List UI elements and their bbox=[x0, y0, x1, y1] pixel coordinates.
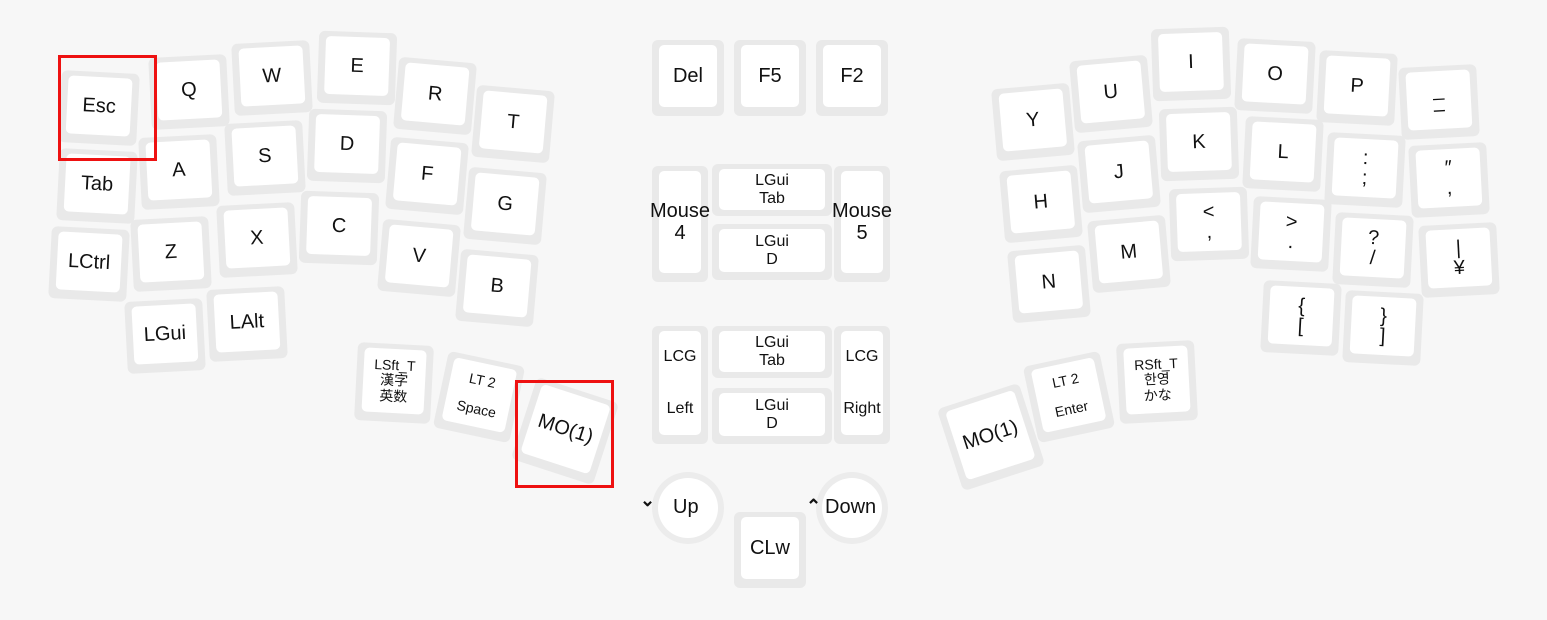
key-lgui[interactable]: LGui bbox=[124, 298, 206, 374]
key-v[interactable]: V bbox=[377, 218, 461, 298]
key-x[interactable]: X bbox=[216, 202, 298, 278]
key-question[interactable]: ? / bbox=[1332, 212, 1414, 288]
key-rbrace[interactable]: } ] bbox=[1342, 290, 1424, 366]
key-lsft-t[interactable]: LSft_T 漢字 英数 bbox=[354, 342, 434, 424]
key-quote[interactable]: ″ , bbox=[1408, 142, 1490, 218]
key-t[interactable]: T bbox=[471, 84, 555, 164]
key-r[interactable]: R bbox=[393, 56, 477, 136]
arrow-up-icon: ⌃ bbox=[806, 496, 822, 516]
highlight-mo1-box bbox=[515, 380, 614, 488]
key-f5[interactable]: F5 bbox=[734, 40, 806, 116]
key-lgui-d-2[interactable]: LGui D bbox=[712, 388, 832, 444]
key-e[interactable]: E bbox=[316, 30, 398, 106]
key-lcg-right[interactable]: LCG Right bbox=[834, 326, 890, 444]
key-lalt[interactable]: LAlt bbox=[206, 286, 288, 362]
key-clw[interactable]: CLw bbox=[734, 512, 806, 588]
key-h[interactable]: H bbox=[999, 164, 1083, 244]
key-f[interactable]: F bbox=[385, 136, 469, 216]
key-j[interactable]: J bbox=[1077, 134, 1161, 214]
key-underscore[interactable]: _ – bbox=[1398, 64, 1480, 140]
key-y[interactable]: Y bbox=[991, 82, 1075, 162]
key-b[interactable]: B bbox=[455, 248, 539, 328]
key-m[interactable]: M bbox=[1087, 214, 1171, 294]
key-lctrl[interactable]: LCtrl bbox=[48, 226, 130, 302]
key-z[interactable]: Z bbox=[130, 216, 212, 292]
key-c[interactable]: C bbox=[298, 190, 380, 266]
key-d[interactable]: D bbox=[306, 108, 388, 184]
key-q[interactable]: Q bbox=[148, 54, 230, 130]
key-f2[interactable]: F2 bbox=[816, 40, 888, 116]
key-lt2-space[interactable]: LT 2 Space bbox=[432, 350, 526, 444]
key-lcg-left[interactable]: LCG Left bbox=[652, 326, 708, 444]
key-pipe[interactable]: | ¥ bbox=[1418, 222, 1500, 298]
key-mouse5[interactable]: Mouse 5 bbox=[832, 166, 892, 282]
key-gt[interactable]: > . bbox=[1250, 196, 1332, 272]
key-u[interactable]: U bbox=[1069, 54, 1153, 134]
key-mouse4[interactable]: Mouse 4 bbox=[650, 166, 710, 282]
highlight-esc-box bbox=[58, 55, 157, 161]
key-g[interactable]: G bbox=[463, 166, 547, 246]
key-rsft-t[interactable]: RSft_T 한영 かな bbox=[1115, 340, 1199, 424]
key-lbrace[interactable]: { [ bbox=[1260, 280, 1342, 356]
key-i[interactable]: I bbox=[1150, 26, 1232, 102]
encoder-left-label: Up bbox=[673, 496, 699, 518]
key-l[interactable]: L bbox=[1242, 116, 1324, 192]
key-p[interactable]: P bbox=[1316, 50, 1398, 126]
key-lgui-d-1[interactable]: LGui D bbox=[712, 224, 832, 280]
key-o[interactable]: O bbox=[1234, 38, 1316, 114]
encoder-right-label: Down bbox=[825, 496, 877, 518]
encoder-left-knob[interactable] bbox=[652, 472, 724, 544]
key-k[interactable]: K bbox=[1158, 106, 1240, 182]
key-s[interactable]: S bbox=[224, 120, 306, 196]
key-lgui-tab-1[interactable]: LGui Tab bbox=[712, 164, 832, 216]
key-lt2-enter[interactable]: LT 2 Enter bbox=[1022, 350, 1116, 444]
key-w[interactable]: W bbox=[231, 40, 313, 116]
arrow-down-icon: ⌄ bbox=[640, 490, 656, 510]
key-del[interactable]: Del bbox=[652, 40, 724, 116]
encoder-right-knob[interactable] bbox=[816, 472, 888, 544]
key-colon[interactable]: : ; bbox=[1324, 132, 1406, 208]
key-lt[interactable]: < , bbox=[1168, 186, 1250, 262]
key-lgui-tab-2[interactable]: LGui Tab bbox=[712, 326, 832, 378]
key-n[interactable]: N bbox=[1007, 244, 1091, 324]
